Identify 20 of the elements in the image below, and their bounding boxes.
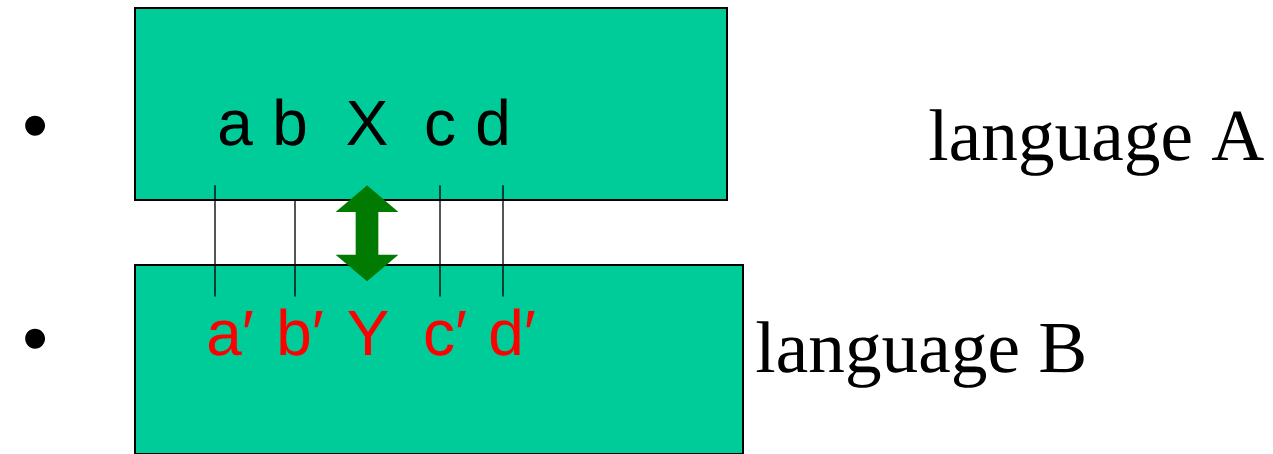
- word-letter: d′: [490, 308, 535, 356]
- alignment-line: [439, 184, 441, 298]
- language-label: language B: [756, 321, 1084, 388]
- bullet: •: [25, 115, 46, 136]
- alignment-line: [502, 184, 504, 298]
- bullet: •: [25, 328, 46, 349]
- word-letter: c′: [425, 310, 466, 356]
- word-letter: b′: [280, 308, 323, 356]
- word-letter: a′: [208, 310, 253, 356]
- word-letter: a: [219, 110, 253, 146]
- word-letter: c: [426, 110, 455, 146]
- word-letter: b: [276, 98, 306, 146]
- word-letter: Y: [348, 310, 388, 355]
- language-box: [134, 7, 728, 201]
- word-letter: X: [347, 100, 387, 145]
- alignment-line: [294, 199, 296, 298]
- word-letter: d: [477, 98, 507, 146]
- language-box: [134, 264, 744, 454]
- alignment-line: [214, 184, 216, 298]
- language-label: language A: [929, 109, 1264, 176]
